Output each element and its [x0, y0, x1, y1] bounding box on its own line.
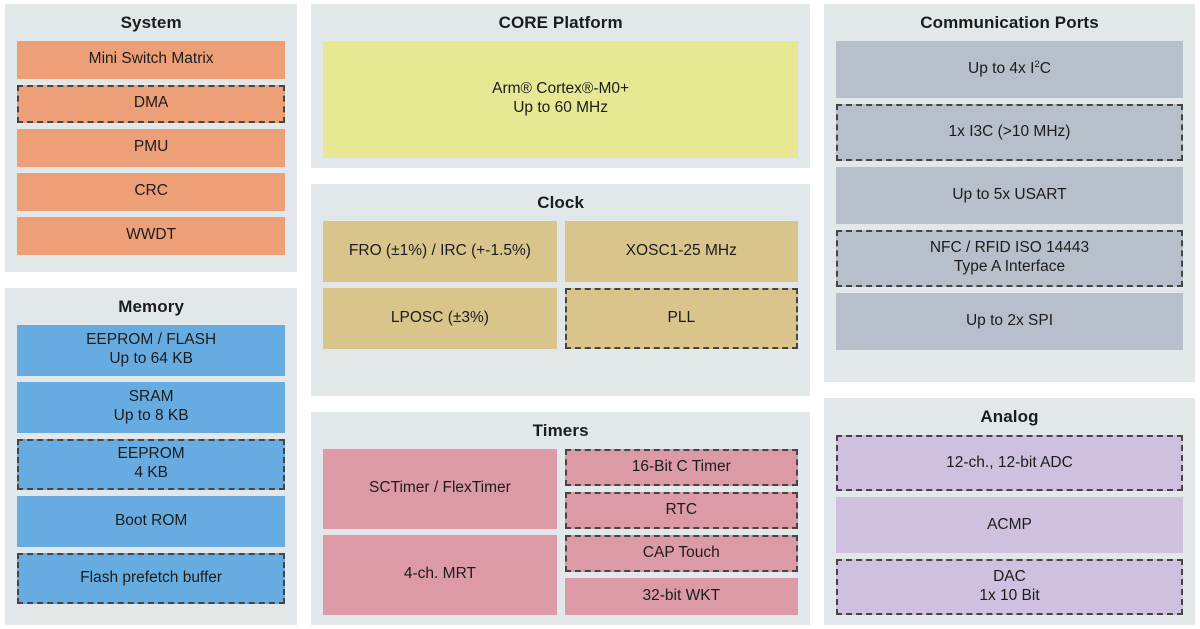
analog-block-list: 12-ch., 12-bit ADC ACMP DAC 1x 10 Bit: [835, 435, 1184, 615]
panel-title-analog: Analog: [980, 407, 1039, 427]
block-nfc-rfid[interactable]: NFC / RFID ISO 14443 Type A Interface: [835, 229, 1184, 287]
middle-column: CORE Platform Arm® Cortex®-M0+ Up to 60 …: [311, 4, 810, 625]
panel-title-system: System: [120, 13, 182, 32]
block-sctimer-flextimer[interactable]: SCTimer / FlexTimer: [323, 448, 557, 529]
block-dac[interactable]: DAC 1x 10 Bit: [835, 559, 1184, 615]
block-flash-prefetch-buffer[interactable]: Flash prefetch buffer: [17, 552, 286, 604]
left-column: System Mini Switch Matrix DMA PMU CRC WW…: [5, 4, 298, 625]
panel-system: System Mini Switch Matrix DMA PMU CRC WW…: [5, 4, 298, 272]
block-i2c[interactable]: Up to 4x I2C: [835, 40, 1184, 98]
block-mini-switch-matrix[interactable]: Mini Switch Matrix: [17, 40, 286, 79]
panel-core-platform: CORE Platform Arm® Cortex®-M0+ Up to 60 …: [311, 4, 810, 168]
block-acmp[interactable]: ACMP: [835, 497, 1184, 553]
clock-left-column: FRO (±1%) / IRC (+-1.5%) LPOSC (±3%): [323, 220, 557, 386]
block-arm-cortex-m0plus[interactable]: Arm® Cortex®-M0+ Up to 60 MHz: [323, 40, 798, 158]
panel-title-clock: Clock: [537, 193, 584, 212]
timers-left-column: SCTimer / FlexTimer 4-ch. MRT: [323, 448, 557, 615]
block-wwdt[interactable]: WWDT: [17, 216, 286, 255]
block-rtc[interactable]: RTC: [564, 491, 798, 529]
clock-block-list: FRO (±1%) / IRC (+-1.5%) LPOSC (±3%) XOS…: [323, 220, 798, 386]
memory-block-list: EEPROM / FLASH Up to 64 KB SRAM Up to 8 …: [17, 324, 286, 615]
block-usart[interactable]: Up to 5x USART: [835, 166, 1184, 224]
right-column: Communication Ports Up to 4x I2C 1x I3C …: [823, 4, 1196, 625]
communication-block-list: Up to 4x I2C 1x I3C (>10 MHz) Up to 5x U…: [835, 40, 1184, 373]
block-i3c[interactable]: 1x I3C (>10 MHz): [835, 103, 1184, 161]
block-eeprom[interactable]: EEPROM 4 KB: [17, 438, 286, 490]
block-32bit-wkt[interactable]: 32-bit WKT: [564, 577, 798, 615]
core-block-list: Arm® Cortex®-M0+ Up to 60 MHz: [323, 40, 798, 158]
panel-title-memory: Memory: [118, 297, 185, 316]
block-cap-touch[interactable]: CAP Touch: [564, 534, 798, 572]
block-lposc[interactable]: LPOSC (±3%): [323, 287, 557, 349]
block-i2c-label: Up to 4x I2C: [968, 58, 1051, 77]
panel-analog: Analog 12-ch., 12-bit ADC ACMP DAC 1x 10…: [823, 398, 1196, 625]
clock-right-column: XOSC1-25 MHz PLL: [564, 220, 798, 386]
block-boot-rom[interactable]: Boot ROM: [17, 495, 286, 547]
block-dma[interactable]: DMA: [17, 84, 286, 123]
timers-right-column: 16-Bit C Timer RTC CAP Touch 32-bit WKT: [564, 448, 798, 615]
block-4ch-mrt[interactable]: 4-ch. MRT: [323, 534, 557, 615]
panel-title-core-platform: CORE Platform: [498, 13, 623, 32]
block-fro-irc[interactable]: FRO (±1%) / IRC (+-1.5%): [323, 220, 557, 282]
panel-memory: Memory EEPROM / FLASH Up to 64 KB SRAM U…: [5, 288, 298, 625]
block-sram[interactable]: SRAM Up to 8 KB: [17, 381, 286, 433]
block-16bit-c-timer[interactable]: 16-Bit C Timer: [564, 448, 798, 486]
superscript-two: 2: [1034, 58, 1040, 70]
block-eeprom-flash[interactable]: EEPROM / FLASH Up to 64 KB: [17, 324, 286, 376]
block-adc[interactable]: 12-ch., 12-bit ADC: [835, 435, 1184, 491]
block-spi[interactable]: Up to 2x SPI: [835, 292, 1184, 350]
panel-clock: Clock FRO (±1%) / IRC (+-1.5%) LPOSC (±3…: [311, 184, 810, 396]
panel-timers: Timers SCTimer / FlexTimer 4-ch. MRT 16-…: [311, 412, 810, 625]
panel-communication-ports: Communication Ports Up to 4x I2C 1x I3C …: [823, 4, 1196, 383]
block-pll[interactable]: PLL: [564, 287, 798, 349]
panel-title-timers: Timers: [532, 421, 589, 440]
panel-title-communication-ports: Communication Ports: [920, 13, 1099, 32]
timers-block-list: SCTimer / FlexTimer 4-ch. MRT 16-Bit C T…: [323, 448, 798, 615]
block-pmu[interactable]: PMU: [17, 128, 286, 167]
system-block-list: Mini Switch Matrix DMA PMU CRC WWDT: [17, 40, 286, 262]
block-xosc[interactable]: XOSC1-25 MHz: [564, 220, 798, 282]
block-crc[interactable]: CRC: [17, 172, 286, 211]
